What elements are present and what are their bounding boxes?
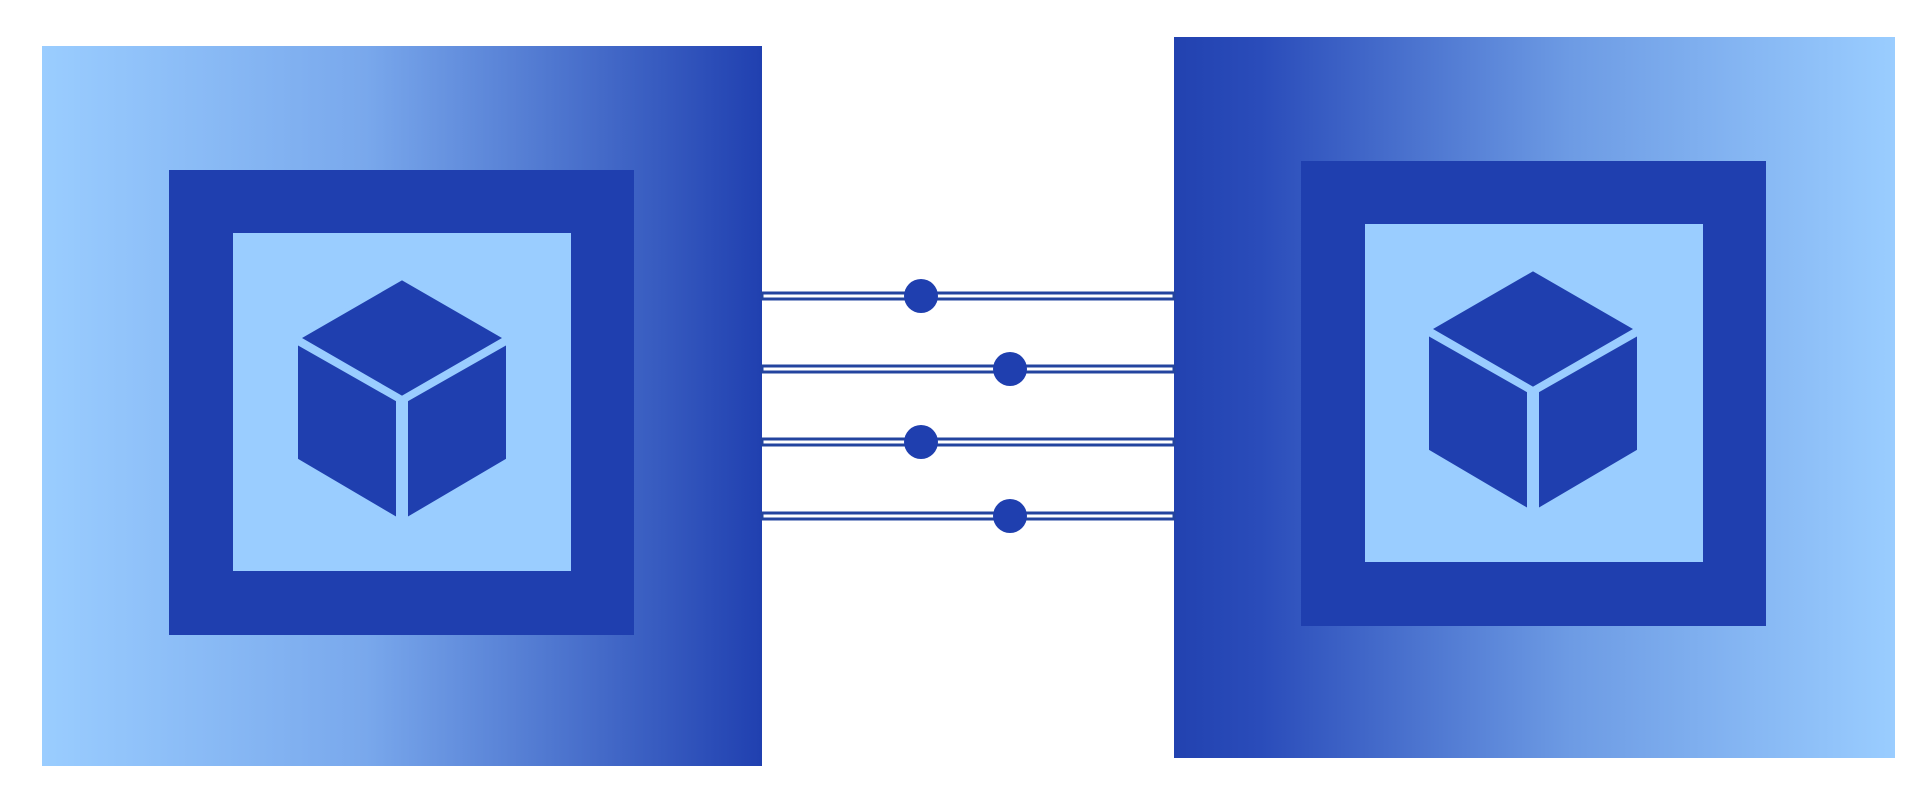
cube-icon [1425, 267, 1641, 513]
connection-3-dot [904, 425, 938, 459]
left-node[interactable] [42, 46, 762, 766]
connection-4[interactable] [760, 499, 1176, 533]
right-node[interactable] [1174, 37, 1895, 758]
connection-1[interactable] [760, 279, 1176, 313]
connections [760, 279, 1176, 533]
connection-4-dot [993, 499, 1027, 533]
connection-3[interactable] [760, 425, 1176, 459]
connection-1-dot [904, 279, 938, 313]
connection-2[interactable] [760, 352, 1176, 386]
connection-2-dot [993, 352, 1027, 386]
cube-icon [294, 276, 510, 522]
